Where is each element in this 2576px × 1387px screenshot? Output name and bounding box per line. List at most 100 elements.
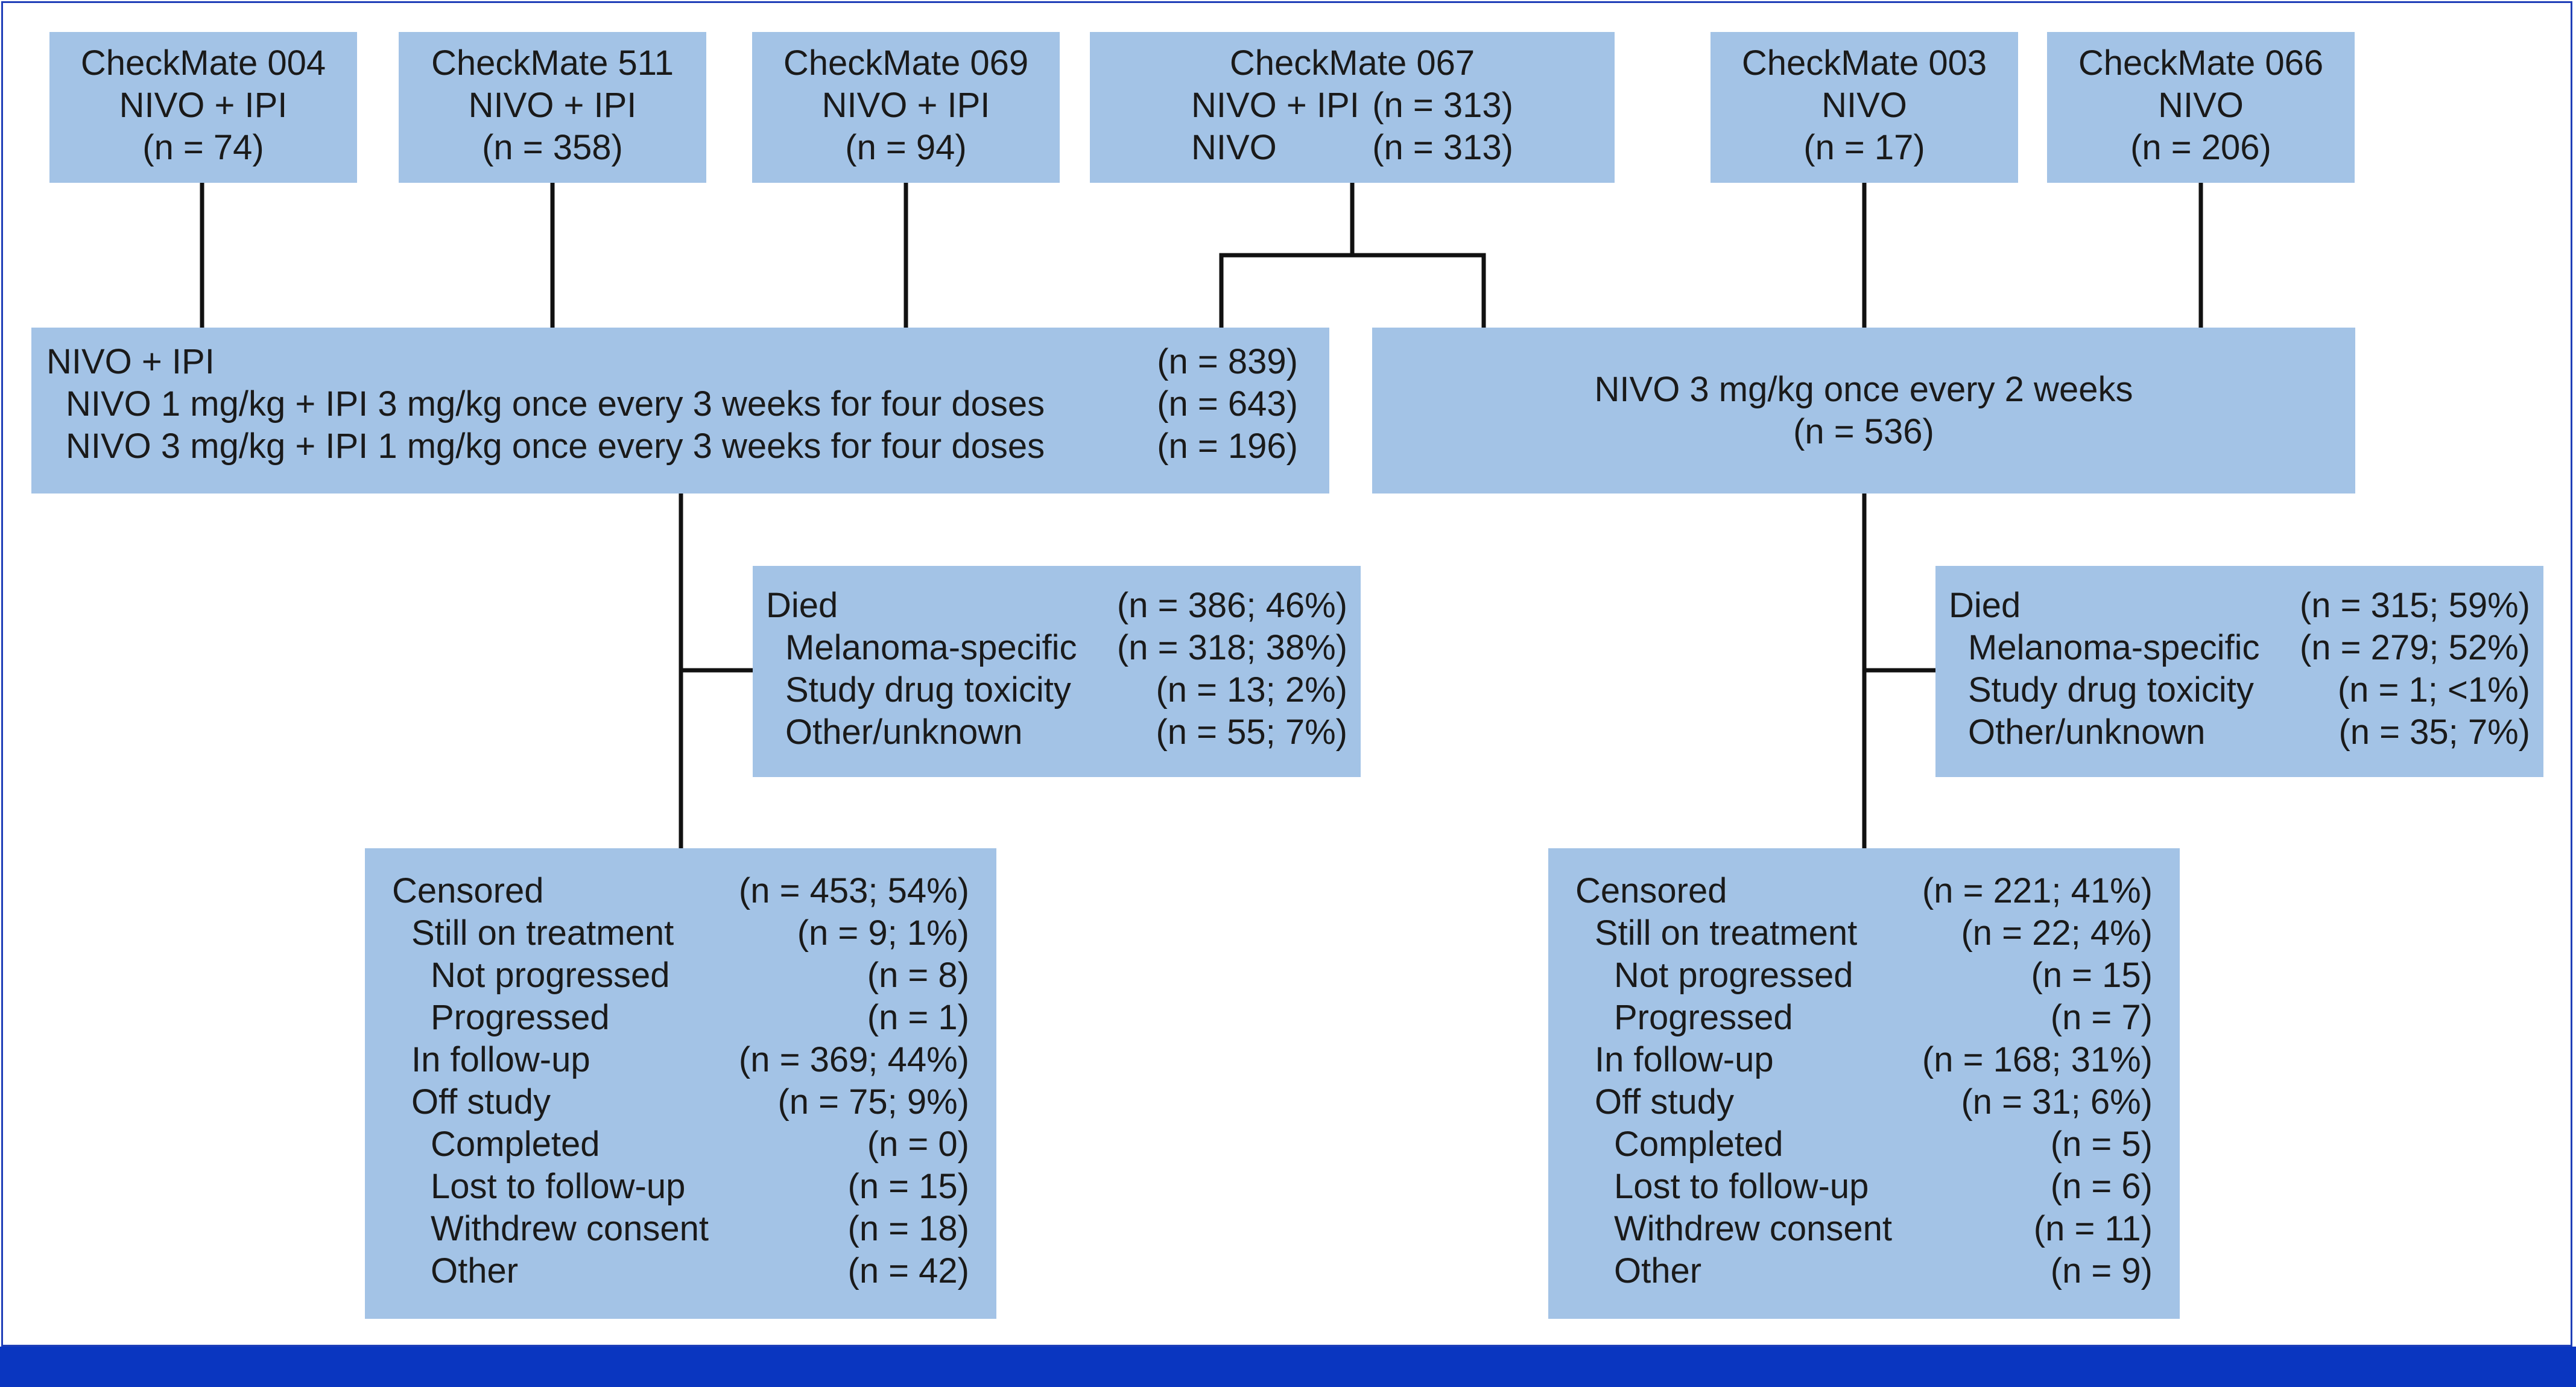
row-count: (n = 168; 31%) xyxy=(1922,1040,2153,1079)
row-label: Completed xyxy=(431,1125,600,1164)
study-arm: NIVO xyxy=(2158,86,2244,125)
study-n: (n = 358) xyxy=(482,128,623,167)
censored-right-row: Completed(n = 5) xyxy=(1548,1123,2180,1166)
row-label: Off study xyxy=(411,1082,551,1122)
study-box-checkmate-003: CheckMate 003 NIVO (n = 17) xyxy=(1710,32,2018,183)
study-name: CheckMate 066 xyxy=(2078,43,2324,83)
censored-left-row: Other (n = 42) xyxy=(365,1250,996,1292)
row-count: (n = 18) xyxy=(847,1209,970,1248)
arm-n: (n = 313) xyxy=(1372,86,1513,125)
died-right-row: Study drug toxicity (n = 1; <1%) xyxy=(1935,669,2543,711)
row-label: Progressed xyxy=(1614,998,1793,1037)
study-arm-row: NIVO (n = 313) xyxy=(1090,127,1615,169)
row-label: Censored xyxy=(392,871,544,910)
row-count: (n = 221; 41%) xyxy=(1922,871,2153,910)
censored-right-row: Lost to follow-up(n = 6) xyxy=(1548,1166,2180,1208)
censored-box-nivo: Censored (n = 221; 41%) Still on treatment… xyxy=(1548,848,2180,1319)
died-left-row: Melanoma-specific(n = 318; 38%) xyxy=(753,627,1361,669)
censored-right-row: Censored (n = 221; 41%) xyxy=(1548,870,2180,912)
study-box-checkmate-066: CheckMate 066 NIVO (n = 206) xyxy=(2047,32,2355,183)
pooled-n: (n = 643) xyxy=(1157,384,1298,424)
arm-label: NIVO + IPI xyxy=(1191,86,1359,125)
censored-left-row: Censored(n = 453; 54%) xyxy=(365,870,996,912)
row-count: (n = 315; 59%) xyxy=(2299,586,2530,625)
died-right-row: Died(n = 315; 59%) xyxy=(1935,585,2543,627)
pooled-label: NIVO 3 mg/kg + IPI 1 mg/kg once every 3 … xyxy=(66,427,1045,466)
row-label: Melanoma-specific xyxy=(1968,628,2260,667)
row-label: Not progressed xyxy=(431,956,670,995)
row-count: (n = 9) xyxy=(2050,1251,2153,1290)
pooled-row: NIVO 3 mg/kg + IPI 1 mg/kg once every 3 … xyxy=(31,425,1329,468)
pooled-nivo-n: (n = 536) xyxy=(1793,411,1934,451)
footer-bar xyxy=(0,1347,2576,1387)
study-name: CheckMate 511 xyxy=(431,43,674,83)
row-count: (n = 13; 2%) xyxy=(1156,670,1347,709)
study-arm: NIVO xyxy=(1821,86,1907,125)
row-label: In follow-up xyxy=(411,1040,590,1079)
row-count: (n = 75; 9%) xyxy=(777,1082,969,1122)
row-count: (n = 9; 1%) xyxy=(797,913,969,953)
pooled-nivo-title: NIVO 3 mg/kg once every 2 weeks xyxy=(1594,369,2133,409)
study-arm-row: NIVO + IPI (n = 313) xyxy=(1090,84,1615,127)
row-label: Censored xyxy=(1575,871,1727,910)
study-arm: NIVO + IPI xyxy=(119,86,288,125)
row-count: (n = 31; 6%) xyxy=(1961,1082,2153,1122)
row-label: Other/unknown xyxy=(1968,713,2206,752)
censored-left-row: Lost to follow-up (n = 15) xyxy=(365,1166,996,1208)
row-label: Other xyxy=(1614,1251,1702,1290)
study-name: CheckMate 067 xyxy=(1229,43,1475,83)
row-count: (n = 7) xyxy=(2050,998,2153,1037)
row-label: Not progressed xyxy=(1614,956,1853,995)
study-name: CheckMate 069 xyxy=(783,43,1029,83)
row-count: (n = 369; 44%) xyxy=(738,1040,969,1079)
row-label: Completed xyxy=(1614,1125,1783,1164)
row-label: Lost to follow-up xyxy=(431,1167,686,1206)
row-count: (n = 0) xyxy=(867,1125,969,1164)
row-count: (n = 1) xyxy=(867,998,969,1037)
row-label: Study drug toxicity xyxy=(1968,670,2254,709)
row-label: Still on treatment xyxy=(411,913,674,953)
study-name: CheckMate 003 xyxy=(1741,43,1987,83)
study-n: (n = 17) xyxy=(1803,128,1925,167)
censored-left-row: Progressed(n = 1) xyxy=(365,997,996,1039)
pooled-row: NIVO 1 mg/kg + IPI 3 mg/kg once every 3 … xyxy=(31,383,1329,425)
row-count: (n = 15) xyxy=(847,1167,970,1206)
study-n: (n = 206) xyxy=(2130,128,2271,167)
study-n: (n = 94) xyxy=(845,128,967,167)
row-label: Died xyxy=(766,586,838,625)
row-count: (n = 8) xyxy=(867,956,969,995)
pooled-label: NIVO 1 mg/kg + IPI 3 mg/kg once every 3 … xyxy=(66,384,1045,424)
row-count: (n = 6) xyxy=(2050,1167,2153,1206)
diagram-frame xyxy=(1,1,2572,1347)
arm-n: (n = 313) xyxy=(1372,128,1513,167)
row-count: (n = 55; 7%) xyxy=(1156,713,1347,752)
row-label: Other xyxy=(431,1251,519,1290)
censored-box-nivo-ipi: Censored(n = 453; 54%)Still on treatment… xyxy=(365,848,996,1319)
study-arm: NIVO + IPI xyxy=(821,86,990,125)
row-label: Still on treatment xyxy=(1595,913,1858,953)
censored-right-row: Withdrew consent(n = 11) xyxy=(1548,1208,2180,1250)
censored-right-row: Other (n = 9) xyxy=(1548,1250,2180,1292)
censored-right-row: Not progressed(n = 15) xyxy=(1548,954,2180,997)
censored-right-row: Off study(n = 31; 6%) xyxy=(1548,1081,2180,1123)
pooled-nivo-ipi-box: NIVO + IPI (n = 839) NIVO 1 mg/kg + IPI … xyxy=(31,328,1329,494)
study-name: CheckMate 004 xyxy=(80,43,326,83)
row-count: (n = 1; <1%) xyxy=(2337,670,2530,709)
study-box-checkmate-004: CheckMate 004 NIVO + IPI (n = 74) xyxy=(49,32,357,183)
study-arm: NIVO + IPI xyxy=(468,86,637,125)
died-left-row: Study drug toxicity(n = 13; 2%) xyxy=(753,669,1361,711)
row-count: (n = 42) xyxy=(847,1251,970,1290)
row-label: In follow-up xyxy=(1595,1040,1774,1079)
died-right-row: Melanoma-specific(n = 279; 52%) xyxy=(1935,627,2543,669)
pooled-row: NIVO + IPI (n = 839) xyxy=(31,341,1329,383)
row-label: Other/unknown xyxy=(785,713,1023,752)
censored-left-row: Not progressed (n = 8) xyxy=(365,954,996,997)
arm-label: NIVO xyxy=(1191,128,1277,167)
censored-left-row: Still on treatment (n = 9; 1%) xyxy=(365,912,996,954)
row-label: Withdrew consent xyxy=(1614,1209,1892,1248)
study-n: (n = 74) xyxy=(142,128,264,167)
censored-right-row: In follow-up (n = 168; 31%) xyxy=(1548,1039,2180,1081)
row-count: (n = 35; 7%) xyxy=(2338,713,2530,752)
pooled-nivo-text: NIVO 3 mg/kg once every 2 weeks (n = 536… xyxy=(1372,328,2355,494)
